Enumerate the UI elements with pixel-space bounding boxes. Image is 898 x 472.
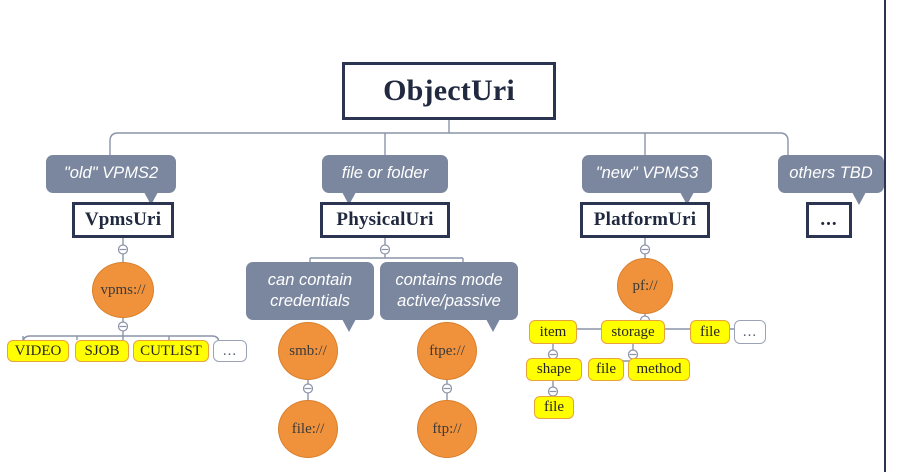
attribute-label: file [700,323,720,340]
attribute-label: CUTLIST [140,342,202,359]
attribute-node-file-top[interactable]: file [690,320,730,344]
attribute-label: SJOB [84,342,120,359]
attribute-label: file [596,361,616,377]
instance-node-smb[interactable]: smb:// [278,322,338,380]
attribute-node-item[interactable]: item [529,320,577,344]
callout-tail [852,192,866,205]
attribute-node-more-left[interactable]: ... [213,340,247,362]
attribute-label: item [539,323,567,340]
note-file-or-folder[interactable]: file or folder [322,155,448,205]
callout-tail [486,319,500,332]
attribute-label: ... [222,342,238,359]
instance-node-ftp[interactable]: ftp:// [417,400,477,458]
note-old-vpms2[interactable]: "old" VPMS2 [46,155,176,205]
attribute-label: ... [742,323,758,340]
note-label: file or folder [341,164,429,183]
note-label: others TBD [789,164,873,183]
instance-label: ftpe:// [429,342,465,359]
note-new-vpms3[interactable]: "new" VPMS3 [582,155,712,205]
instance-node-pf[interactable]: pf:// [617,258,673,314]
class-node-label: ... [820,209,838,230]
attribute-label: shape [536,361,572,377]
attribute-label: storage [611,323,655,340]
instance-label: pf:// [632,277,658,294]
instance-node-file-scheme[interactable]: file:// [278,400,338,458]
callout-tail [680,192,694,205]
class-node-physicaluri[interactable]: PhysicalUri [320,202,450,238]
instance-label: vpms:// [100,281,146,298]
instance-label: file:// [291,420,325,437]
class-node-others-placeholder[interactable]: ... [806,202,852,238]
class-node-label: VpmsUri [84,209,162,230]
attribute-node-more-right[interactable]: ... [734,320,766,344]
class-node-label: PlatformUri [593,209,697,230]
class-node-vpmsuri[interactable]: VpmsUri [72,202,174,238]
class-node-label: PhysicalUri [336,209,434,230]
class-node-platformuri[interactable]: PlatformUri [580,202,710,238]
note-label-line1: can contain [267,270,353,289]
class-node-objecturi[interactable]: ObjectUri [342,62,556,120]
instance-node-vpms[interactable]: vpms:// [92,262,154,318]
attribute-label: method [636,361,682,377]
note-label: "new" VPMS3 [595,164,699,183]
note-contains-mode[interactable]: contains mode active/passive [380,262,518,332]
note-others-tbd[interactable]: others TBD [778,155,884,205]
attribute-node-sjob[interactable]: SJOB [75,340,129,362]
attribute-node-cutlist[interactable]: CUTLIST [133,340,209,362]
attribute-node-shape[interactable]: shape [526,358,582,381]
attribute-node-file-bottom[interactable]: file [534,396,574,419]
page-border-right [884,0,886,472]
instance-node-ftpe[interactable]: ftpe:// [417,322,477,380]
attribute-node-file-mid[interactable]: file [588,358,624,381]
instance-label: ftp:// [432,420,462,437]
instance-label: smb:// [289,342,327,359]
attribute-node-video[interactable]: VIDEO [7,340,69,362]
note-label: "old" VPMS2 [63,164,159,183]
callout-tail [144,192,158,205]
callout-tail [342,319,356,332]
note-label-line2: active/passive [397,292,501,310]
attribute-label: VIDEO [14,342,62,359]
class-node-label: ObjectUri [383,74,515,107]
note-label-line1: contains mode [395,270,503,289]
callout-tail [342,192,356,205]
attribute-node-storage[interactable]: storage [601,320,665,344]
attribute-node-method[interactable]: method [628,358,690,381]
note-can-contain-credentials[interactable]: can contain credentials [246,262,374,332]
attribute-label: file [544,399,564,415]
note-label-line2: credentials [270,292,350,310]
